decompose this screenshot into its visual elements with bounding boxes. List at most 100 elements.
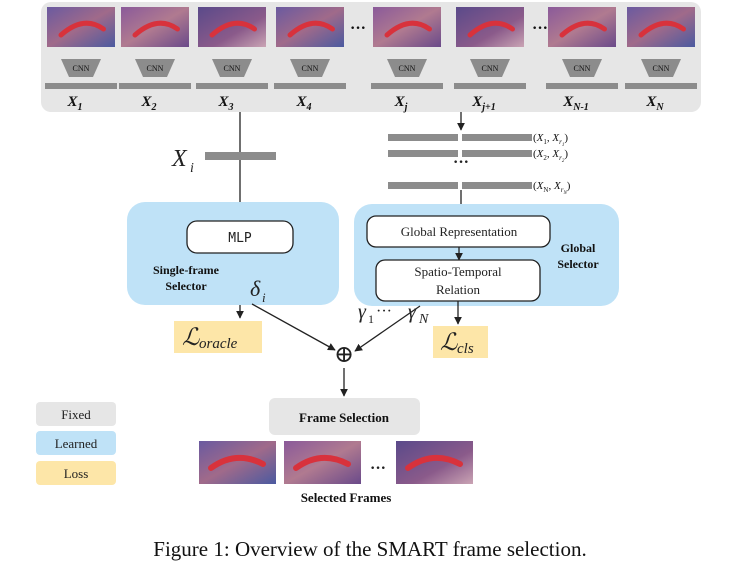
frame-thumbnail (276, 7, 344, 47)
xi-label-sub: i (190, 161, 194, 176)
cnn-label: CNN (73, 64, 90, 73)
cnn-label: CNN (653, 64, 670, 73)
feature-bar (274, 83, 346, 89)
oracle-loss-label: ℒ oracle (182, 325, 238, 352)
gamma-label: γ 1 ··· γ N (358, 301, 429, 327)
selected-frames (199, 441, 473, 484)
spatio-temporal-label-1: Spatio-Temporal (414, 264, 502, 279)
frame-label: X1 (66, 94, 82, 113)
red-object-shape (384, 20, 432, 38)
legend-swatch (36, 461, 116, 485)
legend-label: Loss (64, 466, 89, 481)
mlp-box (186, 220, 294, 254)
frame-label: XN (645, 94, 664, 113)
frame-thumbnail (198, 7, 266, 47)
pair-bar-left (388, 134, 458, 141)
red-object-shape (405, 455, 463, 471)
cnn-label: CNN (574, 64, 591, 73)
cnn-block (641, 59, 681, 77)
feature-bar (625, 83, 697, 89)
xi-label: X i (171, 146, 194, 176)
feature-bar (196, 83, 268, 89)
delta-label: δ i (250, 276, 266, 305)
cnn-block (61, 59, 101, 77)
cnn-block (470, 59, 510, 77)
frame-thumbnail (373, 7, 441, 47)
feature-bar (546, 83, 618, 89)
cls-loss-sub: cls (457, 341, 474, 357)
frame-label: X2 (140, 94, 156, 113)
oracle-loss-base: ℒ (182, 325, 200, 351)
pair-bar-right (462, 150, 532, 157)
oracle-loss-box (174, 321, 262, 353)
legend-label: Fixed (61, 407, 91, 422)
red-object-shape (132, 20, 180, 38)
cnn-block (212, 59, 252, 77)
frames-ellipsis: ··· (350, 20, 366, 37)
frames-ellipsis: ··· (532, 20, 548, 37)
red-object-shape (209, 20, 257, 38)
left-to-merge-arrow (251, 303, 336, 351)
frame-thumbnail (47, 7, 115, 47)
figure-caption: Figure 1: Overview of the SMART frame se… (153, 537, 586, 561)
merge-symbol: ⊕ (334, 342, 354, 368)
pair-bar-right (462, 182, 532, 189)
feature-bar (371, 83, 443, 89)
right-to-merge-arrow (354, 305, 421, 352)
cnn-block (387, 59, 427, 77)
oracle-loss-sub: oracle (199, 336, 238, 352)
gamma-end-sub: N (418, 312, 429, 327)
feature-pair-row: (XN, XrN) (388, 180, 571, 196)
selected-frame-thumbnail (199, 441, 276, 484)
feature-pair-row: (X2, Xr2) (388, 148, 568, 164)
frame-thumbnail (456, 7, 524, 47)
frame-thumbnail (121, 7, 189, 47)
xi-label-base: X (171, 146, 188, 172)
single-frame-selector-label-1: Single-frame (153, 263, 220, 277)
legend-swatch (36, 431, 116, 455)
red-object-shape (467, 20, 515, 38)
legend-swatch (36, 402, 116, 426)
gamma-start: γ (358, 301, 367, 323)
cnn-label: CNN (482, 64, 499, 73)
cls-loss-base: ℒ (440, 330, 458, 356)
gamma-end: γ (408, 301, 417, 323)
pairs-ellipsis: ··· (453, 154, 469, 171)
cnn-block (562, 59, 602, 77)
frame-thumbnail (627, 7, 695, 47)
mlp-label: MLP (228, 231, 252, 246)
pair-label: (X2, Xr2) (533, 148, 568, 164)
pair-label: (XN, XrN) (533, 180, 571, 196)
spatio-temporal-label-2: Relation (436, 282, 481, 297)
gamma-dots: ··· (376, 303, 392, 320)
frame-selection-label: Frame Selection (299, 410, 390, 425)
legend-item: Fixed (36, 402, 116, 426)
frame-label: X3 (217, 94, 233, 113)
feature-pair-row: (X1, Xr1) (388, 132, 568, 148)
red-object-shape (58, 20, 106, 38)
frame-label: X4 (295, 94, 311, 113)
frame-label: Xj+1 (471, 94, 496, 113)
single-frame-selector-label-2: Selector (165, 279, 207, 293)
pair-label: (X1, Xr1) (533, 132, 568, 148)
selected-frame-thumbnail (284, 441, 361, 484)
red-object-shape (559, 20, 607, 38)
cnn-block (290, 59, 330, 77)
selected-frames-label: Selected Frames (301, 490, 392, 505)
red-object-shape (208, 455, 266, 471)
cls-loss-label: ℒ cls (440, 330, 474, 357)
legend-item: Learned (36, 431, 116, 455)
selected-ellipsis: ··· (370, 460, 386, 477)
cnn-label: CNN (147, 64, 164, 73)
frame-label: XN-1 (562, 94, 589, 113)
pair-bar-right (462, 134, 532, 141)
feature-bar (45, 83, 117, 89)
delta-label-base: δ (250, 276, 261, 301)
feature-pairs: (X1, Xr1)(X2, Xr2) (XN, XrN) (388, 132, 571, 196)
pair-bar-left (388, 150, 458, 157)
global-selector-label-1: Global (561, 241, 596, 255)
gamma-start-sub: 1 (368, 312, 374, 326)
pair-bar-left (388, 182, 458, 189)
